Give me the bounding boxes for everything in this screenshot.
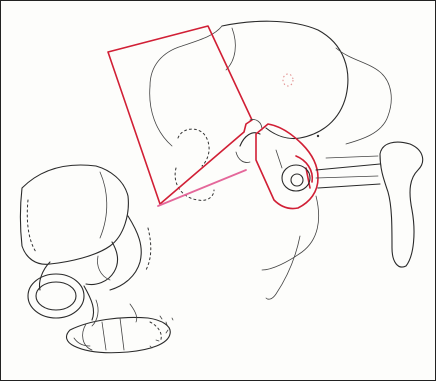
dashed-structure <box>175 129 214 200</box>
ring-structure <box>276 150 310 191</box>
lower-tail-line-2 <box>266 236 300 299</box>
red-cylinder-outline <box>256 124 318 209</box>
right-blob-outline <box>380 142 423 267</box>
large-organ-outline <box>150 21 348 146</box>
right-tube <box>316 156 380 188</box>
small-red-dotted-mark <box>283 74 293 86</box>
ink-dot <box>317 135 319 137</box>
left-loop <box>28 262 94 320</box>
pink-diagonal-line <box>158 170 246 206</box>
bottom-scribbled-tube <box>67 300 171 353</box>
left-pouch-outline <box>21 165 129 264</box>
center-hook-lines <box>236 119 262 162</box>
lower-tail-line <box>262 196 319 270</box>
right-wavy-line <box>336 48 391 144</box>
